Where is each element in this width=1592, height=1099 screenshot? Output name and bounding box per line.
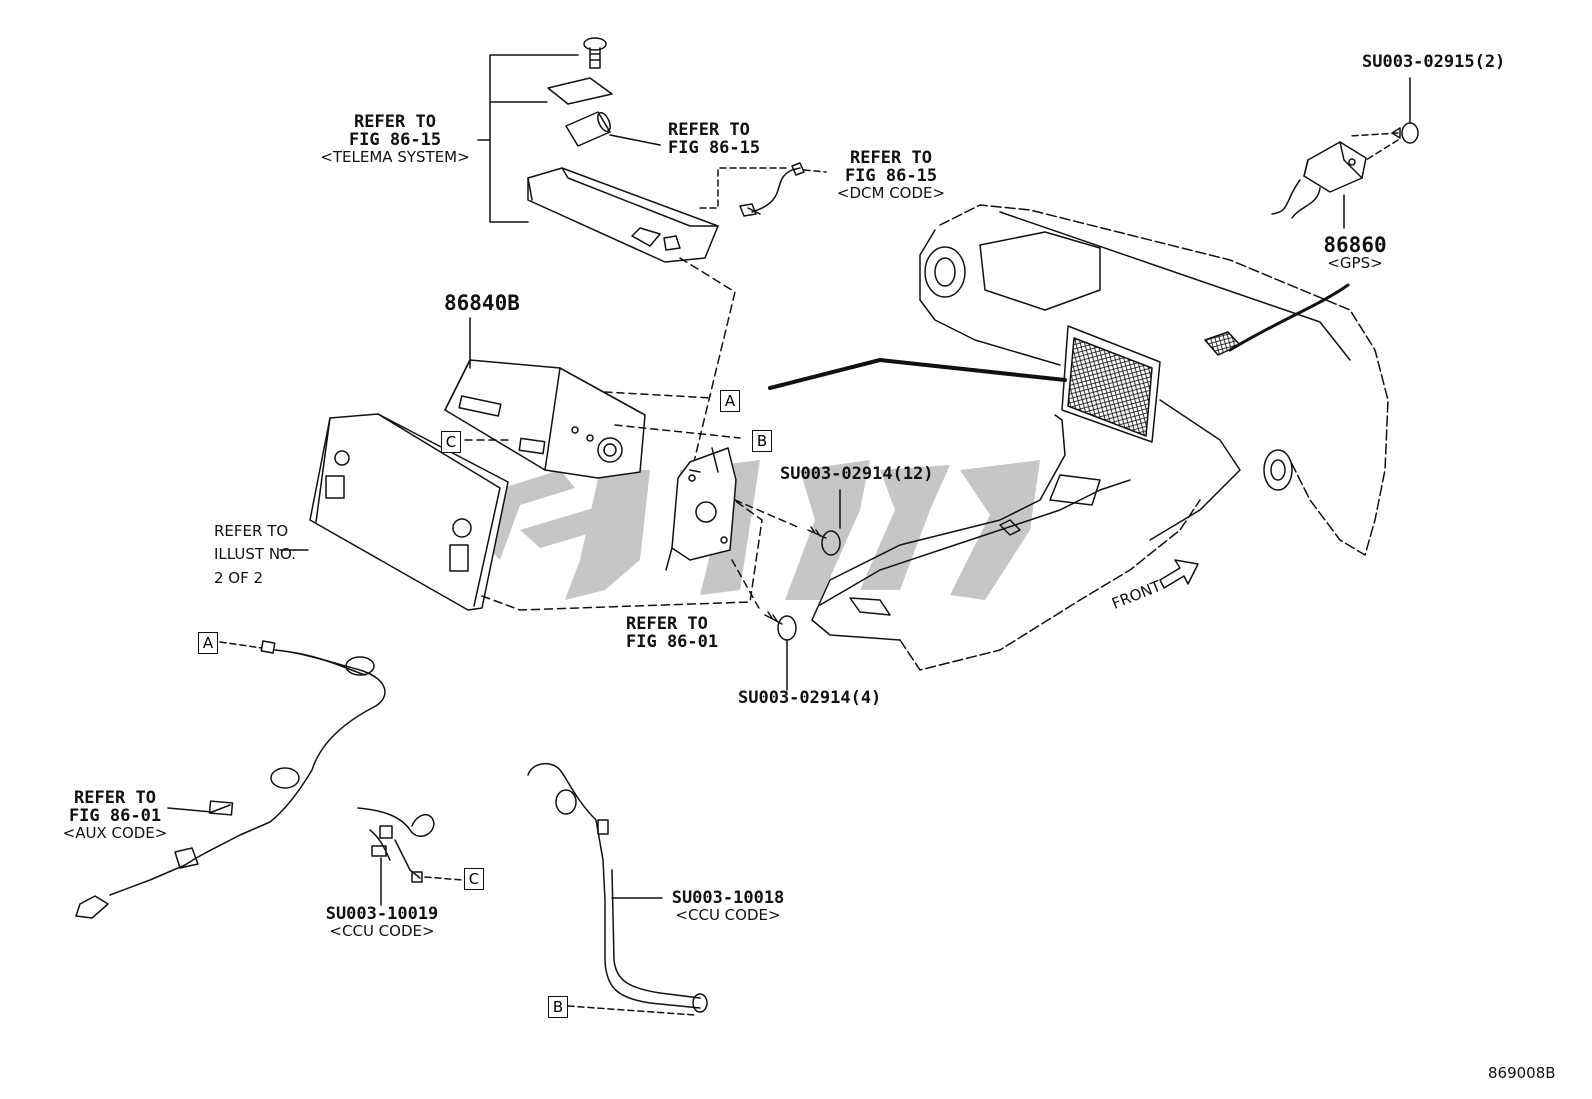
aux-cable-icon bbox=[75, 640, 386, 919]
ref-fig-86-01-line1: REFER TO bbox=[626, 614, 708, 634]
front-arrow-icon bbox=[1159, 559, 1199, 589]
ref-illust-label: REFER TO ILLUST NO. 2 OF 2 bbox=[214, 520, 296, 590]
harness-10018-label: SU003-10018 <CCU CODE> bbox=[666, 888, 790, 924]
center-vent-grid bbox=[1067, 337, 1153, 437]
gps-module-icon bbox=[1271, 77, 1419, 229]
harness-10019-part: SU003-10019 bbox=[325, 904, 439, 924]
screw-4-icon bbox=[731, 559, 797, 691]
telema-unit-group bbox=[477, 37, 827, 471]
dashboard-icon bbox=[768, 204, 1389, 671]
gps-label: 86860 <GPS> bbox=[1320, 234, 1390, 272]
screw-02914-4-label: SU003-02914(4) bbox=[738, 688, 882, 708]
drawing-number: 869008B bbox=[1488, 1064, 1556, 1082]
connector-key-b-cable: B bbox=[548, 996, 568, 1018]
connector-key-c-cable: C bbox=[464, 868, 484, 890]
ref-telema-label: REFER TO FIG 86-15 <TELEMA SYSTEM> bbox=[310, 112, 480, 166]
ref-telema-code: <TELEMA SYSTEM> bbox=[320, 147, 470, 166]
harness-10018-code: <CCU CODE> bbox=[675, 905, 781, 924]
ref-fig-86-15-label: REFER TO FIG 86-15 bbox=[668, 120, 761, 158]
ref-dcm-label: REFER TO FIG 86-15 <DCM CODE> bbox=[826, 148, 956, 202]
ref-telema-line1: REFER TO bbox=[354, 112, 436, 132]
faceplate-icon bbox=[279, 413, 509, 611]
part-number-gps: 86860 bbox=[1323, 233, 1387, 257]
part-number-head-unit: 86840B bbox=[444, 291, 520, 315]
connector-key-c-head: C bbox=[441, 431, 461, 453]
dcm-cable-icon bbox=[747, 167, 801, 215]
harness-10019-label: SU003-10019 <CCU CODE> bbox=[320, 904, 444, 940]
ref-dcm-line2: FIG 86-15 bbox=[844, 165, 938, 186]
ref-fig-86-01-bracket-label: REFER TO FIG 86-01 bbox=[626, 614, 719, 652]
gps-code: <GPS> bbox=[1327, 254, 1383, 273]
watermark-logo bbox=[480, 460, 1040, 600]
ref-aux-line1: REFER TO bbox=[74, 788, 156, 808]
telema-screw-icon bbox=[583, 37, 607, 51]
ccu-harness-10019-icon bbox=[357, 807, 463, 906]
screw-12-icon bbox=[734, 489, 841, 556]
screw-02914-12-label: SU003-02914(12) bbox=[780, 464, 934, 484]
connector-key-a-head: A bbox=[720, 390, 740, 412]
ccu-harness-10018-icon bbox=[527, 763, 708, 1016]
screw-02915-label: SU003-02915(2) bbox=[1362, 52, 1506, 72]
connector-key-b-head: B bbox=[752, 430, 772, 452]
head-unit-icon bbox=[444, 317, 646, 479]
ref-illust-line3: 2 OF 2 bbox=[214, 568, 264, 587]
ref-dcm-line1: REFER TO bbox=[850, 148, 932, 168]
ref-dcm-code: <DCM CODE> bbox=[836, 183, 946, 202]
ref-telema-line2: FIG 86-15 bbox=[348, 129, 442, 150]
ref-fig-86-15-line1: REFER TO bbox=[668, 120, 750, 140]
harness-10018-part: SU003-10018 bbox=[671, 888, 785, 908]
ref-fig-86-15-line2: FIG 86-15 bbox=[668, 137, 761, 158]
ref-illust-line1: REFER TO bbox=[214, 522, 289, 540]
connector-key-a-cable: A bbox=[198, 632, 218, 654]
ref-aux-code: <AUX CODE> bbox=[62, 823, 168, 842]
telema-cylinder-icon bbox=[565, 111, 661, 147]
ref-aux-label: REFER TO FIG 86-01 <AUX CODE> bbox=[50, 788, 180, 842]
telema-module-icon bbox=[527, 167, 719, 263]
harness-10019-code: <CCU CODE> bbox=[329, 921, 435, 940]
mount-bracket-icon bbox=[665, 447, 737, 571]
ref-illust-line2: ILLUST NO. bbox=[214, 545, 297, 564]
gps-location-grid bbox=[1204, 331, 1241, 356]
ref-aux-line2: FIG 86-01 bbox=[68, 805, 162, 826]
ref-fig-86-01-line2: FIG 86-01 bbox=[626, 631, 719, 652]
